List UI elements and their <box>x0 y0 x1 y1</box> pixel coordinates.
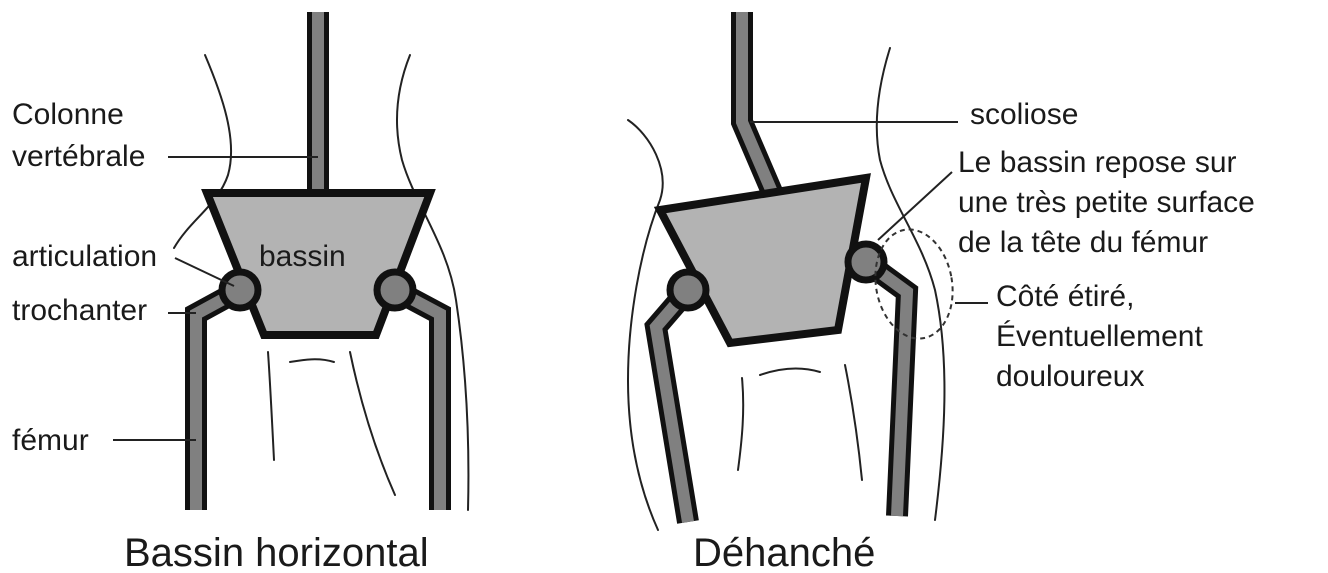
pelvis-tilted <box>660 178 866 343</box>
figure-horizontal-pelvis: Colonne vertébrale articulation trochant… <box>12 12 468 573</box>
articulation-leader <box>175 258 234 286</box>
crotch-contour-2 <box>738 365 862 480</box>
hip-joint-left-tilted <box>670 272 706 308</box>
pelvis-label: bassin <box>259 240 346 273</box>
femur-label: fémur <box>12 424 89 457</box>
contact-label-line2: une très petite surface <box>958 186 1255 219</box>
stretched-label-line1: Côté étiré, <box>996 280 1134 313</box>
spine-label-line1: Colonne <box>12 98 124 131</box>
contact-label-line3: de la tête du fémur <box>958 226 1208 259</box>
hip-joint-right-tilted <box>848 244 884 280</box>
caption-tilted: Déhanché <box>693 531 875 573</box>
femur-left <box>196 290 240 510</box>
femur-right <box>395 290 440 510</box>
femur-right-tilted-fill <box>866 262 907 516</box>
crotch-contour <box>268 352 395 495</box>
contact-label-line1: Le bassin repose sur <box>958 146 1237 179</box>
hip-joint-left <box>222 272 258 308</box>
scoliosis-label: scoliose <box>970 98 1078 131</box>
spine-label-line2: vertébrale <box>12 140 145 173</box>
trochanter-label: trochanter <box>12 294 147 327</box>
contact-leader <box>878 172 952 240</box>
stretched-label-line2: Éventuellement <box>996 320 1203 353</box>
hip-joint-right <box>377 272 413 308</box>
caption-horizontal: Bassin horizontal <box>124 531 429 573</box>
articulation-label: articulation <box>12 240 157 273</box>
stretched-label-line3: douloureux <box>996 360 1144 393</box>
figure-tilted-pelvis: scoliose Le bassin repose sur une très p… <box>628 12 1255 573</box>
